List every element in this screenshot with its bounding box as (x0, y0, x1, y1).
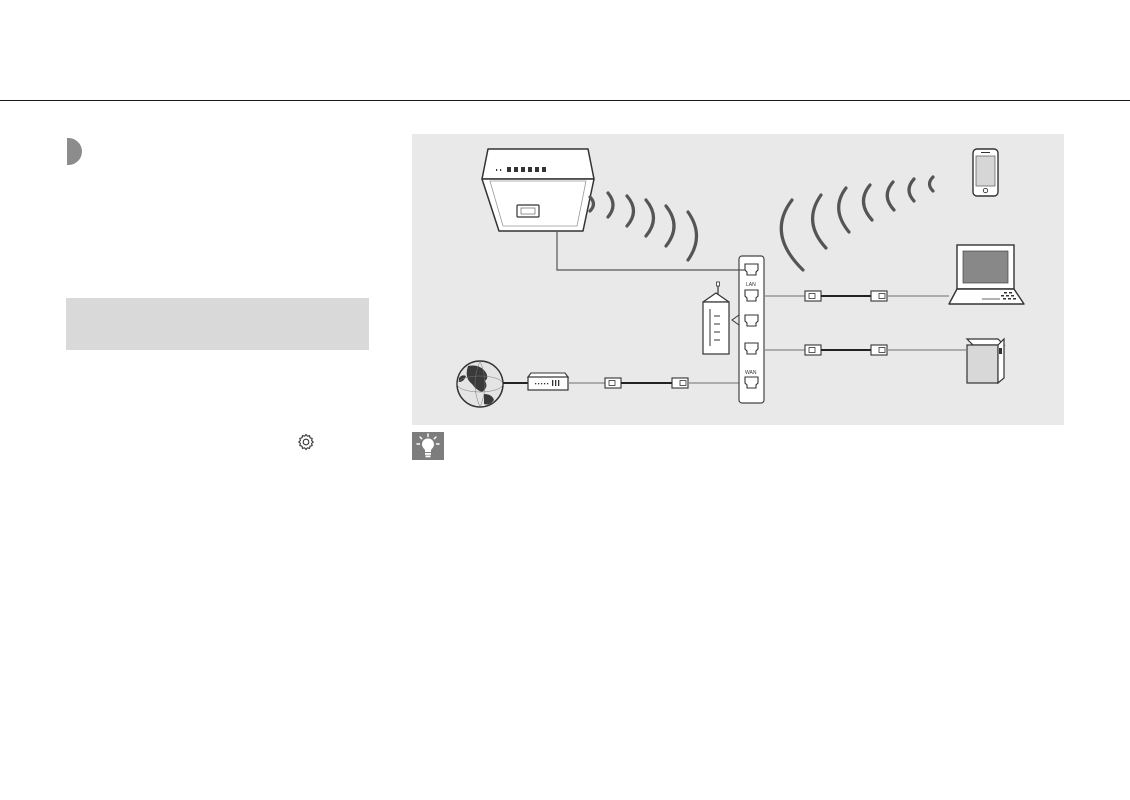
wifi-waves-left (588, 191, 699, 262)
globe-icon (456, 360, 504, 408)
laptop-icon (948, 244, 1025, 305)
wifi-waves-right (779, 175, 935, 272)
top-rule (0, 100, 1130, 101)
lan-port-label: LAN (746, 282, 756, 288)
lan-cable-laptop (764, 290, 949, 302)
tip-badge (412, 432, 444, 460)
note-box (66, 298, 369, 350)
gear-icon[interactable] (297, 433, 315, 451)
section-marker-icon (67, 138, 82, 165)
wan-port-label: WAN (745, 370, 757, 376)
modem-icon (526, 372, 570, 391)
router-rear-panel: LAN WAN (738, 255, 765, 404)
router-icon (702, 281, 740, 355)
hub-cable (556, 231, 745, 271)
lightbulb-icon (416, 433, 440, 458)
network-diagram: LAN WAN (412, 134, 1064, 425)
network-hub-icon (481, 148, 595, 232)
network-storage-icon (965, 337, 1006, 385)
wan-cable (568, 377, 748, 389)
network-diagram-svg: LAN WAN (456, 148, 1025, 408)
lan-cable-storage (764, 344, 967, 356)
smartphone-icon (972, 148, 999, 197)
